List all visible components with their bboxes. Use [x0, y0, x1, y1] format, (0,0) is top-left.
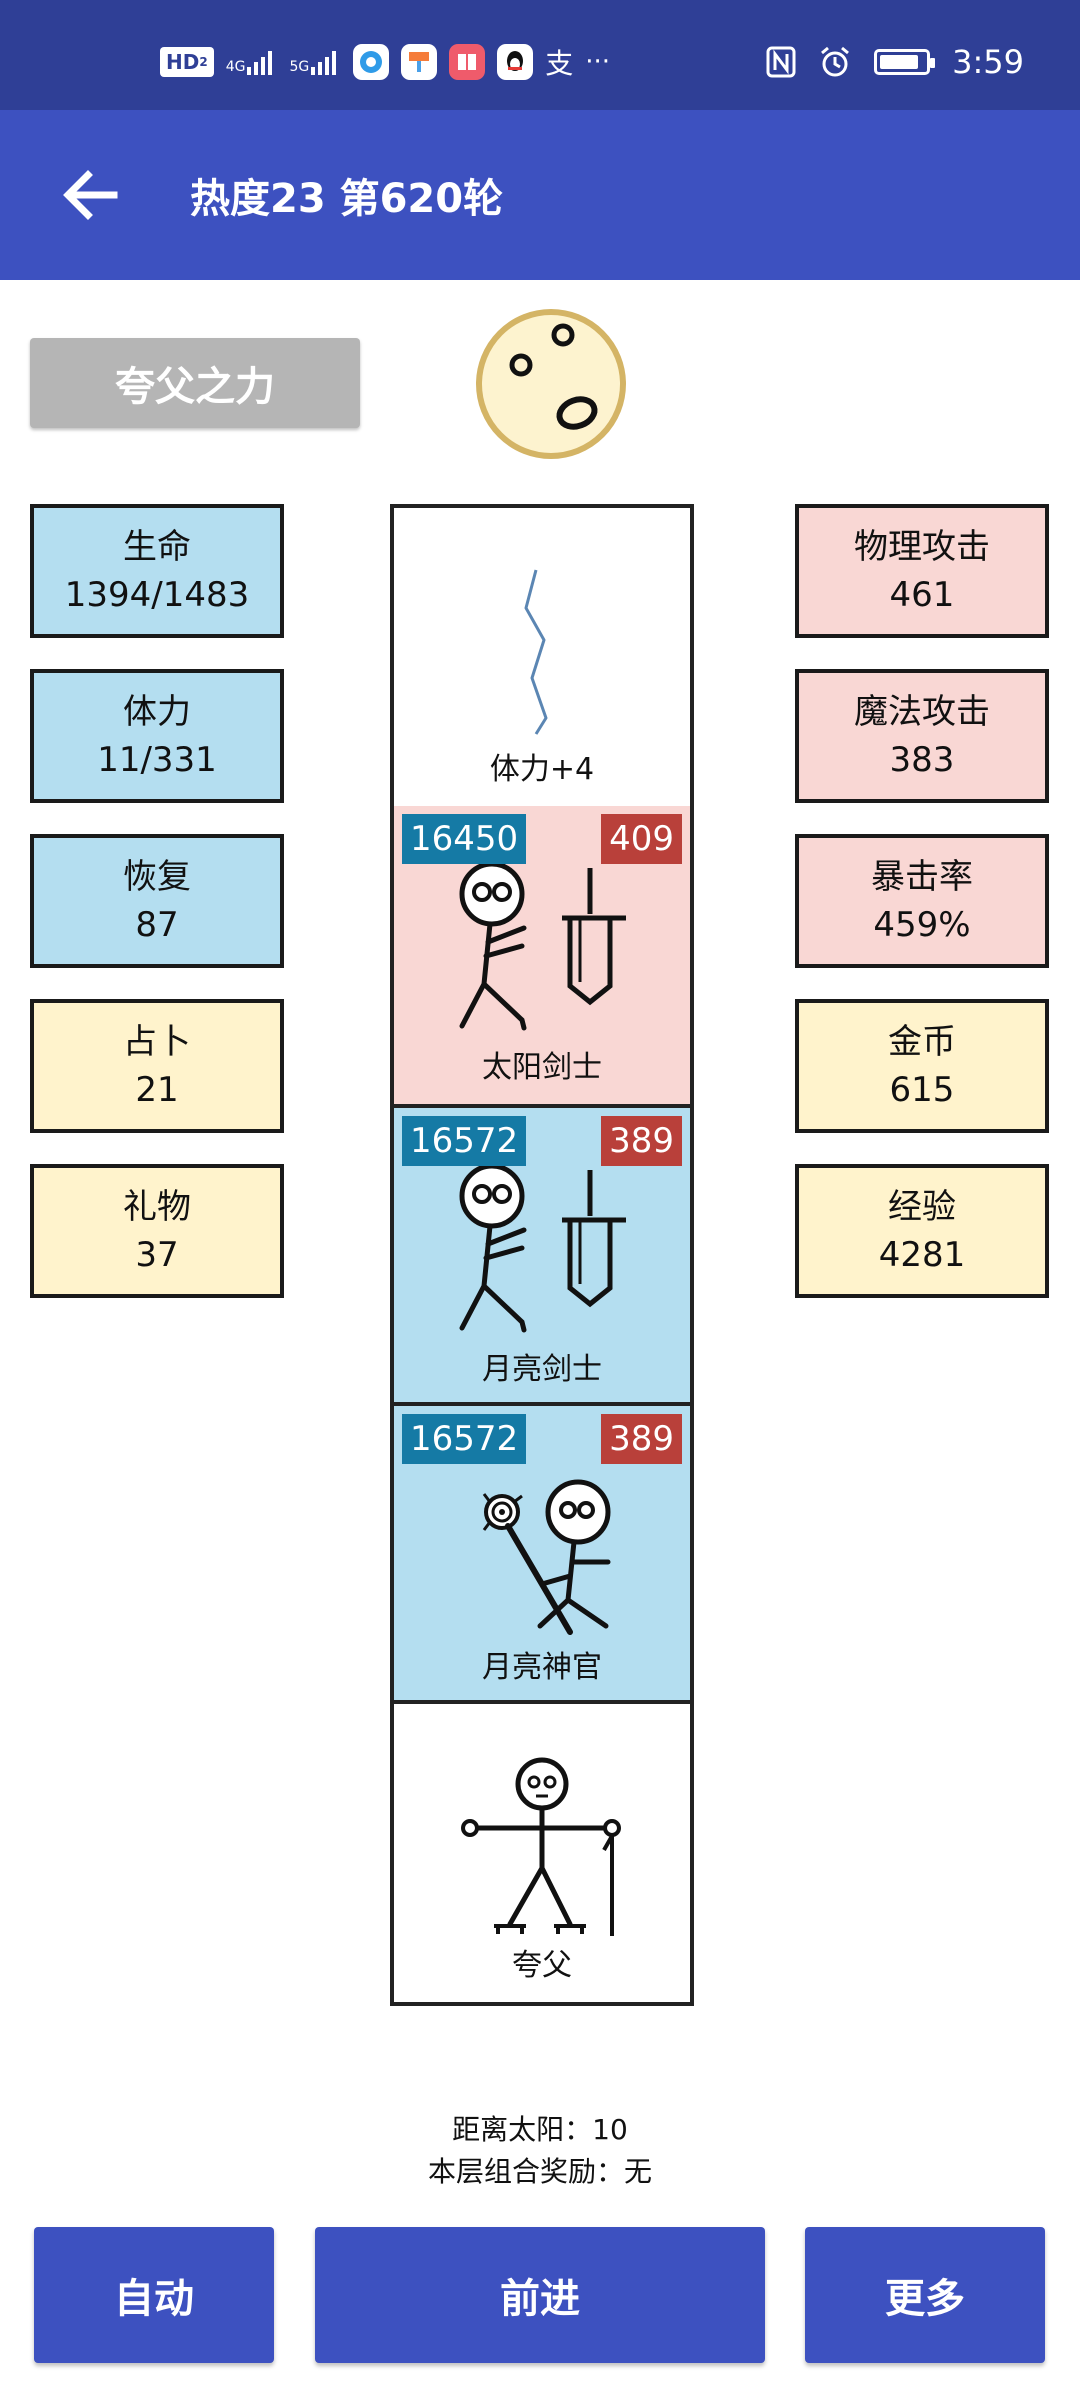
floor-reward-text: 本层组合奖励：无 — [427, 2155, 652, 2188]
distance-to-sun-text: 距离太阳：10 — [452, 2113, 628, 2146]
monster-hp-badge: 16572 — [402, 1414, 527, 1464]
stat-label: 占卜 — [123, 1022, 191, 1062]
monster-hp-badge: 16450 — [402, 814, 527, 864]
net2-label: 5G — [289, 59, 310, 75]
stat-value: 461 — [889, 575, 955, 615]
page-title: 热度23 第620轮 — [190, 176, 504, 222]
stat-label: 恢复 — [123, 857, 191, 897]
sun-icon[interactable] — [475, 308, 627, 460]
stat-magic-attack: 魔法攻击 383 — [795, 669, 1049, 803]
stat-physical-attack: 物理攻击 461 — [795, 504, 1049, 638]
arrow-left-icon — [63, 170, 118, 220]
cell-caption: 夸父 — [512, 1948, 572, 1983]
cell-kuafu-player[interactable]: 夸父 — [390, 1700, 694, 2006]
stat-gift: 礼物 37 — [30, 1164, 284, 1298]
net1-label: 4G — [225, 59, 246, 75]
stat-label: 魔法攻击 — [854, 692, 990, 732]
forward-button[interactable]: 前进 — [315, 2227, 765, 2363]
clock: 3:59 — [952, 43, 1024, 81]
stat-crit-rate: 暴击率 459% — [795, 834, 1049, 968]
app-bar: 热度23 第620轮 — [0, 110, 1080, 280]
skill-button[interactable]: 夸父之力 — [30, 338, 360, 428]
stat-value: 37 — [135, 1235, 179, 1275]
cell-caption: 月亮剑士 — [482, 1352, 602, 1387]
stat-label: 金币 — [888, 1022, 956, 1062]
stat-hp: 生命 1394/1483 — [30, 504, 284, 638]
stat-gold: 金币 615 — [795, 999, 1049, 1133]
monster-hp-badge: 16572 — [402, 1116, 527, 1166]
cell-stamina-pickup[interactable]: 体力+4 — [390, 504, 694, 810]
stat-value: 11/331 — [97, 740, 217, 780]
stat-recovery: 恢复 87 — [30, 834, 284, 968]
stat-label: 礼物 — [123, 1187, 191, 1227]
cell-caption: 太阳剑士 — [482, 1050, 602, 1085]
stat-label: 生命 — [123, 527, 191, 567]
lightning-icon — [524, 569, 548, 735]
cell-moon-swordsman[interactable]: 16572 389 月亮剑士 — [390, 1104, 694, 1410]
cell-caption: 体力+4 — [489, 752, 595, 787]
stat-experience: 经验 4281 — [795, 1164, 1049, 1298]
alarm-icon — [821, 46, 850, 77]
stat-divination: 占卜 21 — [30, 999, 284, 1133]
stat-value: 1394/1483 — [64, 575, 250, 615]
stat-value: 615 — [889, 1070, 955, 1110]
cell-moon-priest[interactable]: 16572 389 月亮神官 — [390, 1402, 694, 1708]
more-button[interactable]: 更多 — [805, 2227, 1045, 2363]
monster-attack-badge: 409 — [601, 814, 682, 864]
back-button[interactable] — [50, 155, 130, 235]
signal-icon-5g: 5G — [289, 49, 341, 75]
signal-icon-4g: 4G — [226, 49, 278, 75]
stat-stamina: 体力 11/331 — [30, 669, 284, 803]
stat-value: 87 — [135, 905, 179, 945]
nfc-icon — [766, 46, 796, 78]
swordsman-icon — [459, 861, 626, 1031]
cell-sun-swordsman[interactable]: 16450 409 太阳剑士 — [390, 806, 694, 1108]
monster-attack-badge: 389 — [601, 1414, 682, 1464]
stat-label: 体力 — [123, 692, 191, 732]
more-notifications-icon: ··· — [585, 47, 611, 77]
battery-icon — [874, 49, 936, 75]
browser-app-icon — [353, 44, 390, 80]
stat-label: 经验 — [888, 1187, 956, 1227]
book-app-icon — [449, 44, 486, 80]
stat-value: 21 — [135, 1070, 179, 1110]
swordsman-icon — [459, 1163, 626, 1333]
stat-value: 459% — [873, 905, 971, 945]
kuafu-icon — [461, 1757, 621, 1936]
stat-label: 物理攻击 — [854, 527, 990, 567]
stat-value: 4281 — [878, 1235, 966, 1275]
priest-icon — [482, 1479, 611, 1635]
hd-label: HD — [166, 50, 200, 74]
monster-attack-badge: 389 — [601, 1116, 682, 1166]
paint-app-icon — [401, 44, 438, 80]
stat-label: 暴击率 — [871, 857, 973, 897]
status-right: 3:59 — [766, 42, 1024, 82]
cell-caption: 月亮神官 — [482, 1650, 602, 1685]
hd-sub-label: 2 — [199, 55, 208, 69]
qq-app-icon — [497, 44, 534, 80]
alipay-icon: 支 — [545, 47, 574, 80]
auto-button[interactable]: 自动 — [34, 2227, 274, 2363]
stat-value: 383 — [889, 740, 955, 780]
